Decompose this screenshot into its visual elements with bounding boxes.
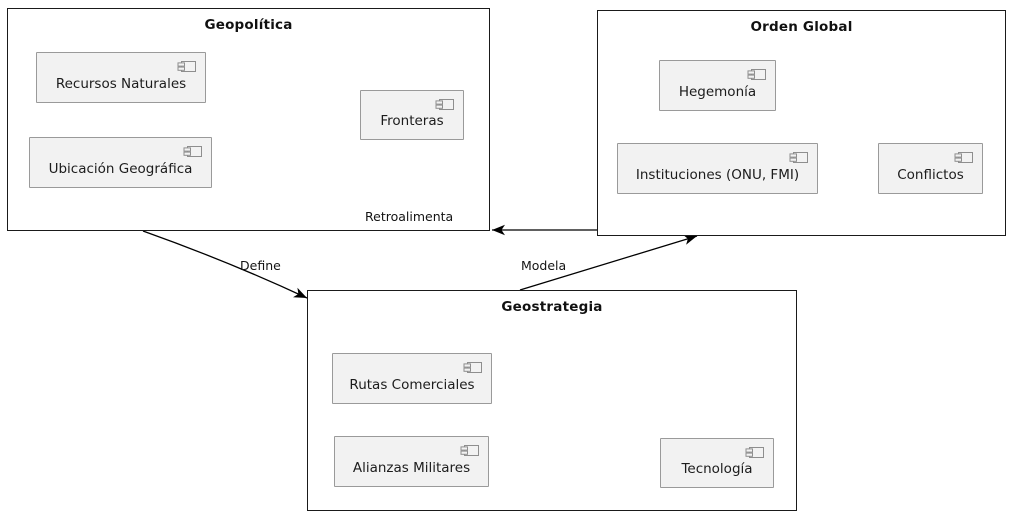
component-label-rutas-comerciales: Rutas Comerciales: [349, 377, 475, 394]
component-fronteras[interactable]: Fronteras: [360, 90, 464, 140]
component-rutas-comerciales[interactable]: Rutas Comerciales: [332, 353, 492, 404]
edge-label-retroalimenta: Retroalimenta: [365, 209, 454, 224]
package-title-orden-global: Orden Global: [750, 19, 853, 35]
uml-component-icon: [183, 146, 202, 157]
package-orden-global[interactable]: Orden Global: [597, 10, 1006, 236]
component-label-conflictos: Conflictos: [897, 167, 964, 184]
component-alianzas-militares[interactable]: Alianzas Militares: [334, 436, 489, 487]
uml-component-icon: [954, 152, 973, 163]
uml-component-icon: [435, 99, 454, 110]
component-recursos-naturales[interactable]: Recursos Naturales: [36, 52, 206, 103]
edge-define[interactable]: [142, 230, 308, 299]
uml-component-icon: [460, 445, 479, 456]
component-label-instituciones: Instituciones (ONU, FMI): [635, 167, 800, 184]
uml-component-icon: [745, 447, 764, 458]
package-title-geopolitica: Geopolítica: [204, 17, 293, 33]
uml-component-icon: [747, 69, 766, 80]
uml-component-icon: [177, 61, 196, 72]
arrowhead-retroalimenta: [492, 224, 505, 236]
component-instituciones[interactable]: Instituciones (ONU, FMI): [617, 143, 818, 194]
component-label-recursos-naturales: Recursos Naturales: [55, 76, 187, 93]
component-conflictos[interactable]: Conflictos: [878, 143, 983, 194]
package-title-geostrategia: Geostrategia: [501, 299, 603, 315]
component-label-alianzas-militares: Alianzas Militares: [352, 460, 471, 477]
component-label-fronteras: Fronteras: [380, 113, 444, 130]
uml-component-icon: [789, 152, 808, 163]
edge-label-define: Define: [240, 258, 281, 273]
component-label-hegemonia: Hegemonía: [678, 84, 757, 101]
component-hegemonia[interactable]: Hegemonía: [659, 60, 776, 111]
edge-label-modela: Modela: [521, 258, 567, 273]
component-label-ubicacion-geografica: Ubicación Geográfica: [48, 161, 193, 178]
component-label-tecnologia: Tecnología: [681, 461, 753, 478]
uml-component-icon: [463, 362, 482, 373]
component-ubicacion-geografica[interactable]: Ubicación Geográfica: [29, 137, 212, 188]
component-tecnologia[interactable]: Tecnología: [660, 438, 774, 488]
